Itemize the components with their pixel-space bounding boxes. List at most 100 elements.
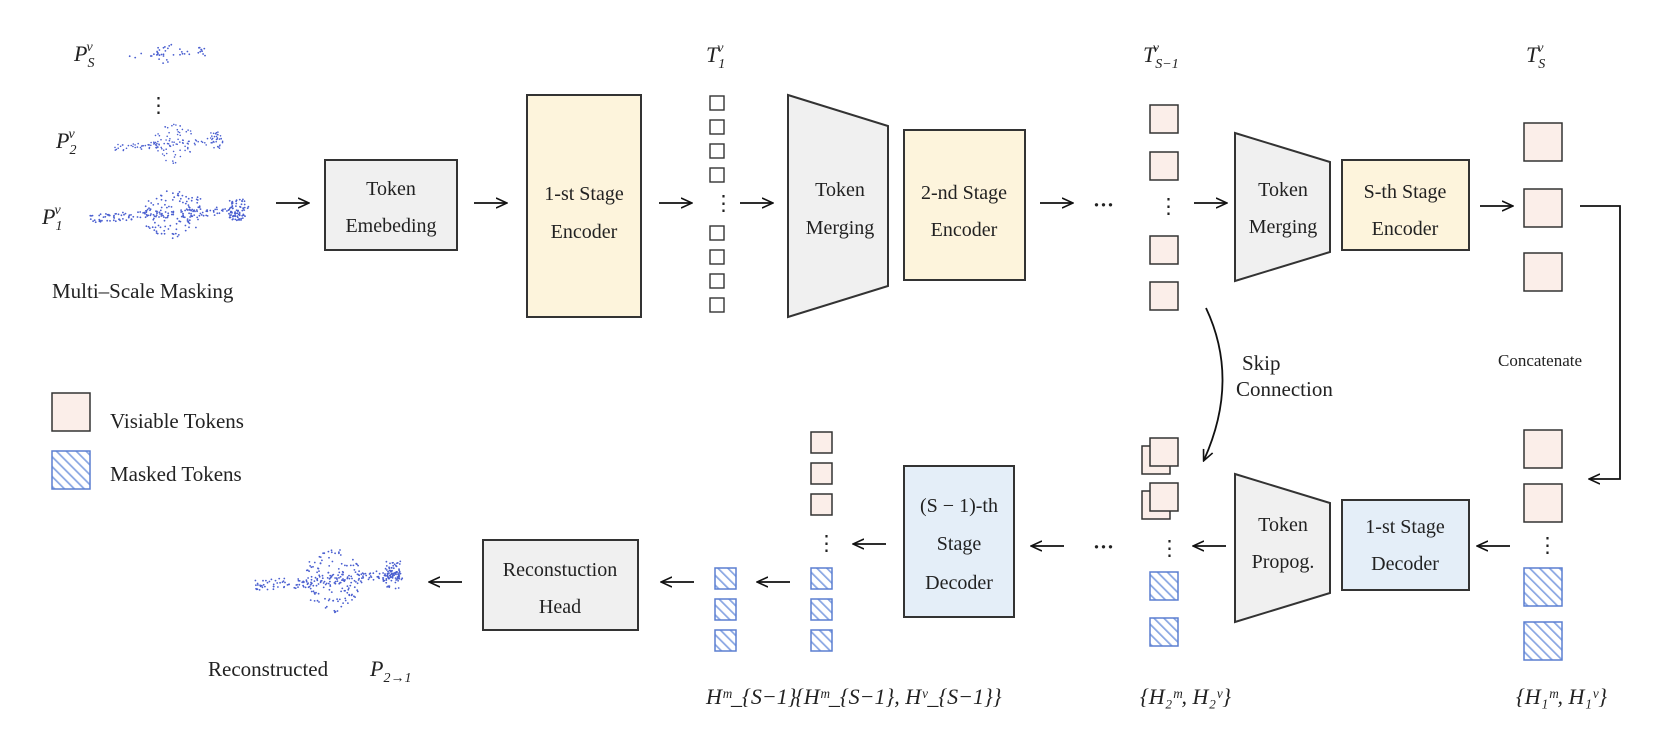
point: [382, 580, 385, 582]
point: [130, 218, 133, 221]
token-merging-1-line1: Token: [815, 179, 865, 201]
point: [218, 147, 221, 149]
point: [166, 206, 168, 209]
masked-token: [714, 598, 737, 621]
point: [212, 132, 215, 135]
point: [179, 141, 181, 143]
label-recon-math: P2→1: [369, 656, 411, 686]
stageS1-decoder-box: [903, 465, 1015, 618]
point: [323, 580, 326, 583]
point: [339, 581, 342, 584]
point: [241, 214, 244, 217]
point: [144, 205, 147, 208]
point: [172, 192, 174, 195]
point: [172, 213, 175, 216]
point: [233, 215, 236, 217]
point: [162, 214, 164, 217]
point: [132, 145, 134, 148]
point: [315, 584, 318, 587]
point: [398, 576, 401, 578]
point: [262, 583, 265, 586]
point: [150, 55, 153, 57]
point: [390, 579, 393, 582]
point: [388, 569, 391, 572]
point: [157, 52, 159, 54]
masked-token: [1523, 567, 1563, 607]
point: [351, 577, 353, 580]
point: [137, 142, 139, 145]
point: [165, 190, 168, 193]
point: [259, 585, 262, 588]
point: [124, 212, 127, 215]
point: [161, 153, 164, 155]
point: [257, 584, 259, 586]
point: [235, 209, 238, 212]
t1-token: [709, 225, 725, 241]
point: [247, 205, 250, 208]
point: [195, 226, 197, 229]
point: [308, 570, 310, 573]
point: [305, 579, 308, 582]
point: [228, 216, 231, 219]
point: [388, 572, 390, 574]
point: [210, 142, 212, 144]
point: [338, 582, 341, 585]
point: [375, 570, 378, 573]
point: [184, 202, 187, 205]
point: [360, 581, 363, 584]
point: [234, 218, 237, 221]
point-cloud-reconstructed: [254, 549, 404, 614]
point: [221, 141, 224, 144]
point: [154, 226, 157, 229]
point: [174, 161, 177, 164]
point: [199, 198, 202, 200]
point: [390, 567, 393, 569]
point: [254, 579, 257, 582]
point: [337, 600, 339, 603]
hs1-vdots: ⋮: [816, 531, 837, 555]
point: [214, 132, 217, 135]
point: [162, 53, 165, 56]
point: [179, 149, 181, 151]
point: [276, 582, 279, 584]
point: [155, 214, 158, 217]
point: [318, 574, 321, 577]
point: [164, 203, 166, 206]
point: [313, 561, 316, 564]
point: [318, 570, 320, 572]
point: [349, 564, 352, 567]
token-merging-2-line2: Merging: [1249, 216, 1318, 238]
point: [297, 578, 300, 580]
input-vdots: ⋮: [148, 93, 169, 117]
point: [368, 573, 371, 575]
point: [180, 215, 183, 218]
point: [159, 226, 162, 229]
point: [391, 575, 394, 578]
recon-head-line2: Head: [539, 596, 581, 618]
input-point-clouds: [89, 43, 250, 240]
point: [189, 150, 191, 153]
point: [355, 581, 357, 583]
point: [398, 569, 400, 572]
h1-token-column: ⋮: [1523, 429, 1563, 661]
point: [160, 206, 163, 209]
point: [150, 213, 152, 215]
t1-token: [709, 297, 725, 313]
point: [182, 216, 185, 219]
point: [163, 154, 166, 157]
point: [354, 571, 357, 573]
point: [235, 219, 238, 222]
point: [372, 578, 375, 581]
concatenate-connector: [1580, 205, 1621, 479]
point: [192, 210, 195, 213]
point: [164, 126, 167, 128]
point: [224, 208, 227, 210]
point: [277, 586, 279, 588]
point: [147, 214, 150, 217]
point: [313, 600, 316, 602]
point: [178, 200, 181, 203]
point: [399, 560, 402, 563]
point: [152, 204, 155, 206]
point: [171, 141, 173, 143]
point: [302, 585, 305, 588]
